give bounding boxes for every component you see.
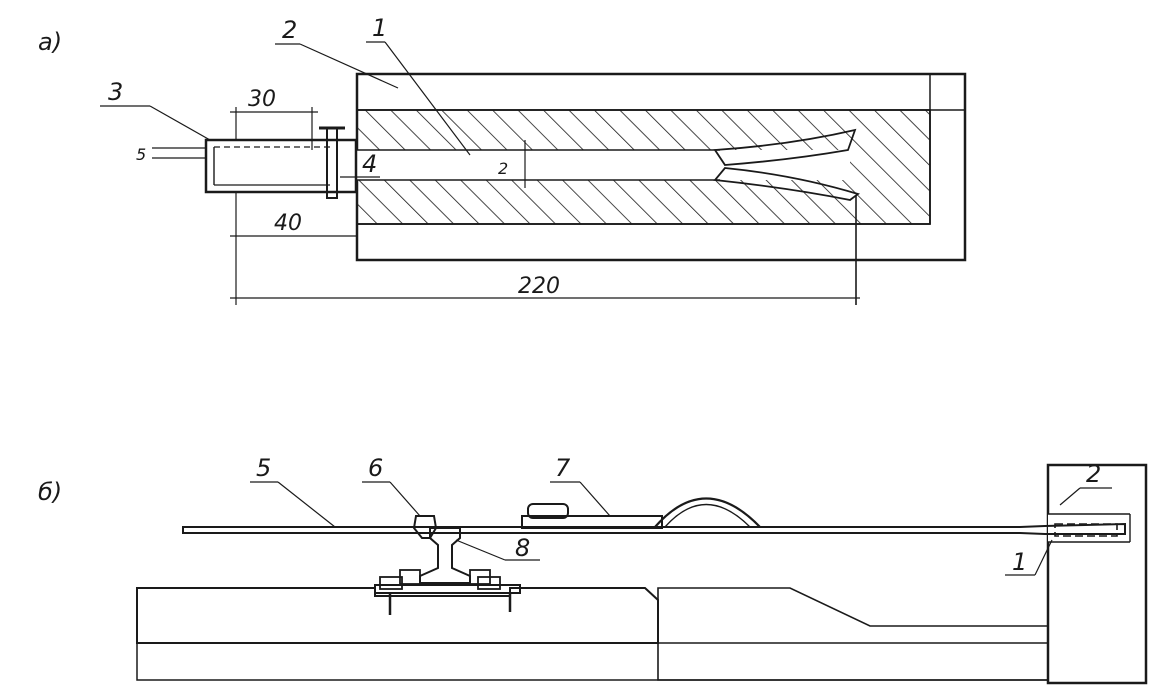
callout-3: 3 [100, 78, 211, 141]
callout-4: 4 [340, 150, 380, 178]
view-a: а) [38, 14, 967, 305]
sleeper-slab [136, 587, 659, 644]
slot [330, 150, 850, 180]
svg-text:2: 2 [282, 16, 297, 44]
dim-5: 5 [136, 145, 146, 164]
rail-profile [419, 527, 471, 584]
svg-text:2: 2 [1086, 460, 1101, 488]
callout-6: 6 [362, 454, 421, 517]
clip-3 [204, 126, 358, 199]
rail-fastening [374, 569, 521, 615]
callout-2: 2 [275, 16, 399, 89]
dim-30: 30 [248, 87, 276, 112]
rail-clamp [412, 515, 438, 539]
svg-text:5: 5 [256, 454, 271, 482]
svg-text:4: 4 [362, 150, 377, 178]
svg-text:3: 3 [108, 78, 123, 106]
callout-2b: 2 [1059, 460, 1112, 506]
svg-text:1: 1 [372, 14, 387, 42]
tension-device [521, 497, 761, 529]
concrete-base [136, 587, 1049, 681]
callout-7: 7 [550, 454, 611, 517]
svg-text:6: 6 [368, 454, 383, 482]
callout-8: 8 [455, 534, 540, 562]
view-a-title: а) [38, 28, 62, 56]
view-b: б) [38, 454, 1148, 685]
rod [182, 522, 1126, 537]
svg-text:8: 8 [515, 534, 530, 562]
callout-1: 1 [366, 14, 471, 156]
callout-5: 5 [250, 454, 336, 528]
wall [1046, 463, 1148, 685]
wedge-fork [713, 128, 860, 201]
dim-40: 40 [274, 211, 302, 236]
dim-2: 2 [498, 159, 508, 178]
svg-text:1: 1 [1012, 548, 1027, 576]
svg-text:7: 7 [555, 454, 571, 482]
view-b-title: б) [38, 478, 62, 506]
dim-220: 220 [518, 274, 560, 299]
callout-1b: 1 [1005, 539, 1053, 576]
